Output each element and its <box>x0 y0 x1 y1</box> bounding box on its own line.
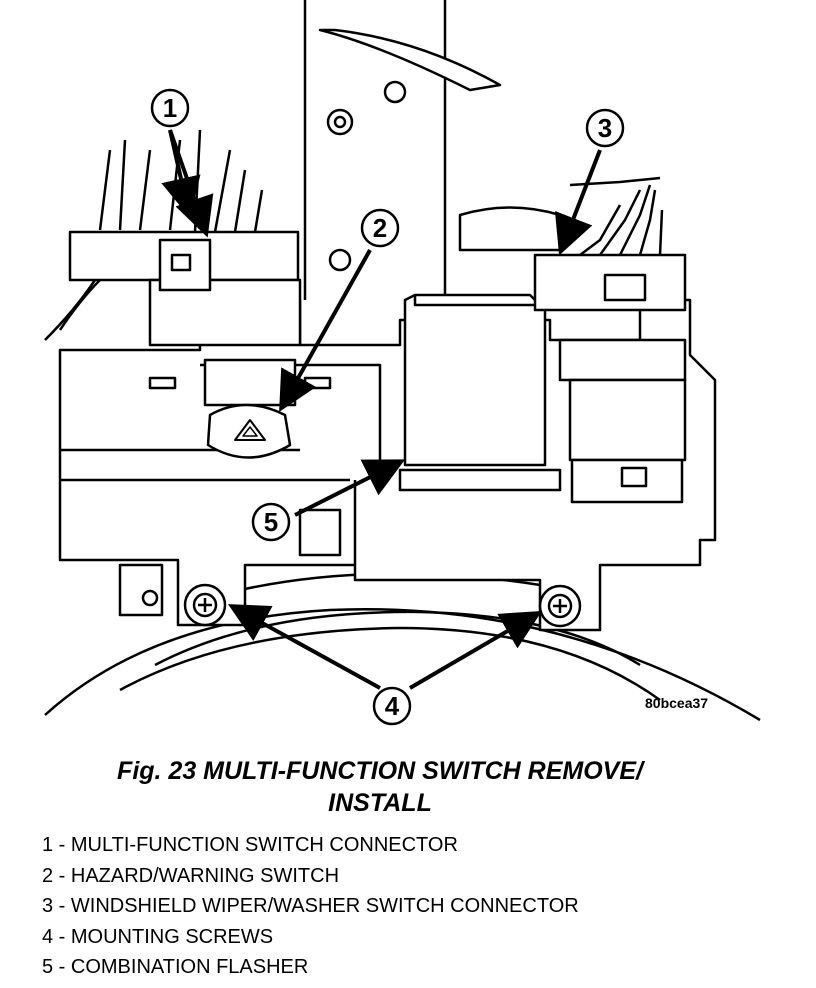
leader-arrow-2 <box>279 249 372 412</box>
leader-arrow-3 <box>554 149 602 256</box>
legend-item: 5 - COMBINATION FLASHER <box>42 956 309 978</box>
windshield-wiper-washer-switch-connector <box>533 176 687 504</box>
legend-item: 4 - MOUNTING SCREWS <box>42 925 274 948</box>
multi-function-switch-connector <box>44 129 302 347</box>
mounting-screw-left <box>183 583 227 627</box>
callout-number-4: 4 <box>385 691 400 721</box>
mounting-screw-right <box>538 584 582 628</box>
callout-number-3: 3 <box>598 113 612 143</box>
callout-circle-4 <box>372 686 412 726</box>
callout-circle-1 <box>150 88 190 128</box>
callout-number-5: 5 <box>264 507 278 537</box>
art-code: 80bcea37 <box>645 695 708 711</box>
leader-arrow-1b <box>161 129 201 218</box>
switch-assembly-illustration: 1 2 3 4 5 80bcea37 <box>44 0 761 726</box>
callout-circle-5 <box>251 502 291 542</box>
figure-caption: Fig. 23 MULTI-FUNCTION SWITCH REMOVE/ IN… <box>0 755 760 819</box>
callout-number-2: 2 <box>373 213 387 243</box>
leader-arrow-5 <box>294 459 406 517</box>
caption-line-2: INSTALL <box>328 789 432 817</box>
legend-item: 3 - WINDSHIELD WIPER/WASHER SWITCH CONNE… <box>42 895 579 917</box>
legend-item: 2 - HAZARD/WARNING SWITCH <box>42 864 340 887</box>
callout-circle-3 <box>585 108 625 148</box>
legend-item: 1 - MULTI-FUNCTION SWITCH CONNECTOR <box>42 834 458 856</box>
combination-flasher <box>398 293 562 492</box>
callout-number-1: 1 <box>163 93 177 123</box>
leader-arrow-4a <box>227 604 381 690</box>
callout-circle-2 <box>360 208 400 248</box>
steering-column <box>303 0 562 300</box>
leader-arrow-4b <box>408 610 542 690</box>
callout-legend: 1 - MULTI-FUNCTION SWITCH CONNECTOR 2 - … <box>42 830 579 983</box>
caption-line-1: Fig. 23 MULTI-FUNCTION SWITCH REMOVE/ <box>117 757 643 785</box>
